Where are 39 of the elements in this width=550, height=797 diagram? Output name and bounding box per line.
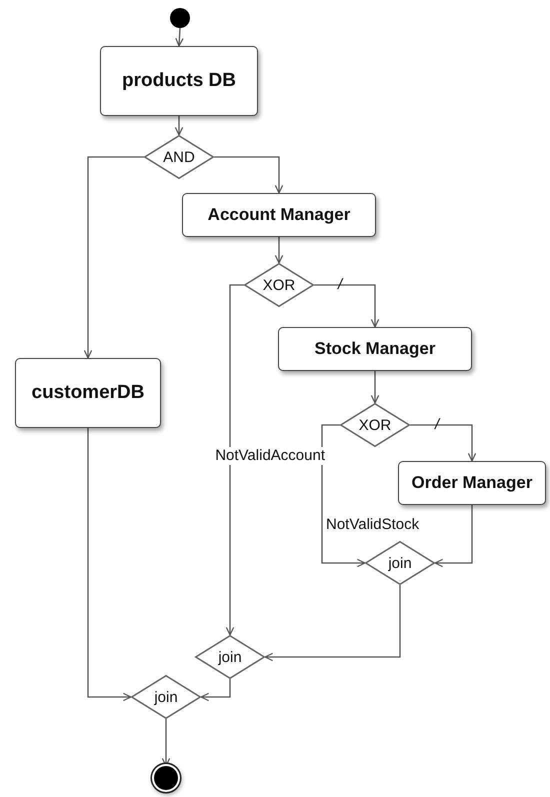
flow-arrow <box>87 428 132 702</box>
action-box <box>278 327 472 371</box>
action-box <box>15 358 161 428</box>
decision-diamond <box>244 263 314 307</box>
flow-arrow <box>226 284 244 636</box>
flow-arrow <box>434 505 473 568</box>
decision-label: join <box>154 688 178 706</box>
action-label: customerDB <box>32 382 144 404</box>
initial-node <box>170 8 190 28</box>
decision-label: XOR <box>358 416 392 434</box>
action-box <box>182 193 376 237</box>
decision-label: join <box>218 648 242 666</box>
edge-label: NotValidAccount <box>215 447 325 465</box>
action-label: Order Manager <box>412 472 532 494</box>
decision-label: XOR <box>262 276 296 294</box>
decision-diamond <box>195 635 265 679</box>
flow-arrow <box>321 424 366 568</box>
flow-arrow <box>200 679 231 702</box>
final-node <box>154 766 178 790</box>
flow-arrow <box>84 156 144 359</box>
decision-diamond <box>340 403 410 447</box>
flow-arrow <box>274 237 284 264</box>
action-box <box>100 46 258 116</box>
flow-arrow <box>370 371 380 404</box>
flow-arrow <box>214 156 284 194</box>
action-label: products DB <box>122 70 236 92</box>
action-box <box>398 461 546 505</box>
decision-diamond <box>365 541 435 585</box>
decision-diamond <box>131 675 201 719</box>
flow-arrow <box>264 585 401 662</box>
decision-label: AND <box>163 148 195 166</box>
action-label: Account Manager <box>208 204 350 226</box>
flow-arrow <box>175 28 184 47</box>
decision-diamond <box>144 135 214 179</box>
action-label: Stock Manager <box>314 338 436 360</box>
flow-arrow <box>410 424 476 462</box>
flow-arrow <box>174 116 184 136</box>
decision-label: join <box>388 554 412 572</box>
flow-arrow <box>314 284 380 328</box>
